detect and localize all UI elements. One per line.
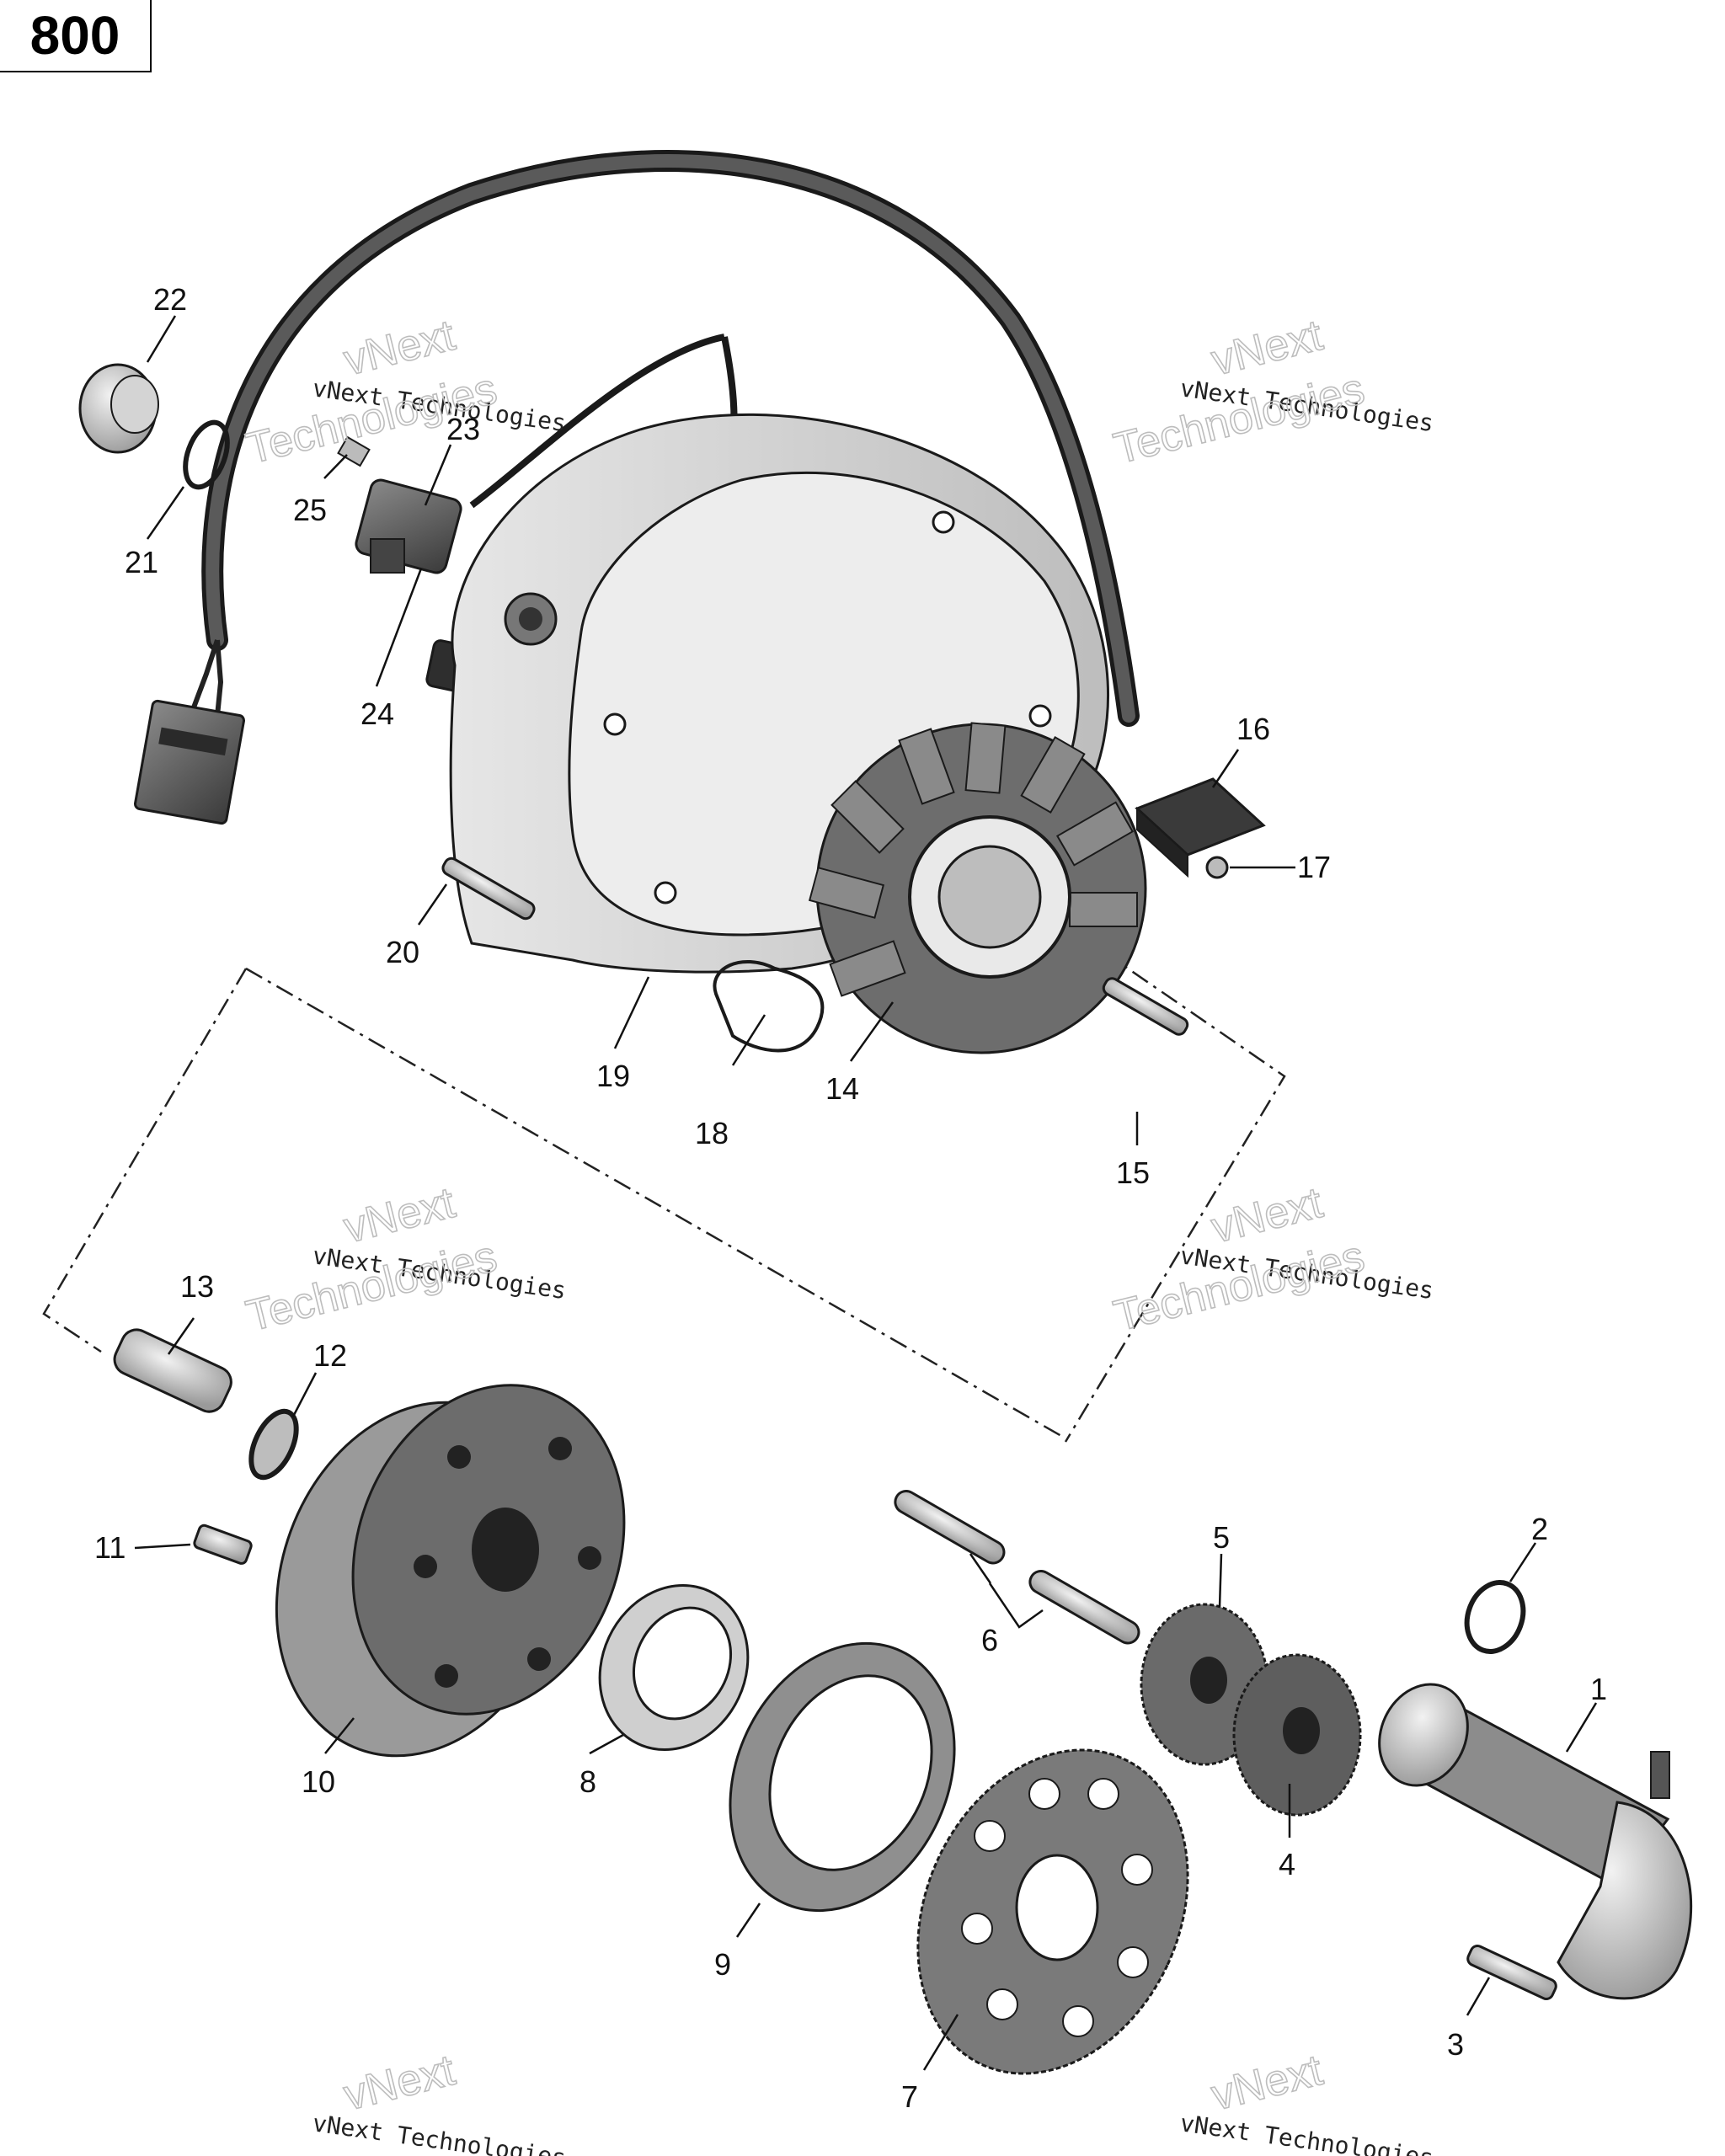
svg-text:Technologies: Technologies <box>242 365 502 474</box>
speed-sensor-23 <box>355 478 462 574</box>
pins-6 <box>894 1490 1140 1645</box>
diagram-page-number: 800 <box>0 0 152 72</box>
starter-ring-gear-7 <box>916 1748 1189 2075</box>
sprague-bearing-8 <box>598 1584 750 1751</box>
watermark-bottom-left: vNext Technologies vNext <box>311 2045 568 2156</box>
callout-21: 21 <box>125 545 158 579</box>
bolt-15 <box>1102 977 1189 1036</box>
svg-text:vNext: vNext <box>339 1178 461 1253</box>
callout-7: 7 <box>901 2079 918 2114</box>
starter-bolt-3 <box>1466 1945 1557 2000</box>
svg-text:Technologies: Technologies <box>1109 365 1370 474</box>
svg-text:vNext: vNext <box>339 311 461 386</box>
watermark-bottom-right: vNext Technologies vNext <box>1178 2045 1435 2156</box>
callout-16: 16 <box>1236 712 1270 746</box>
callout-8: 8 <box>579 1764 596 1799</box>
svg-text:vNext: vNext <box>339 2046 461 2121</box>
watermark-mid-left: vNext Technologies vNext Technologies <box>241 1177 568 1342</box>
leader-lines <box>134 315 1598 2071</box>
callout-4: 4 <box>1279 1847 1295 1881</box>
callout-22: 22 <box>153 282 187 317</box>
callout-10: 10 <box>302 1764 335 1799</box>
bracket-16 <box>1135 777 1266 878</box>
starter-motor-1 <box>1378 1683 1693 2000</box>
screw-25 <box>337 435 371 467</box>
gasket <box>713 960 825 1053</box>
callout-9: 9 <box>714 1947 731 1982</box>
callout-6: 6 <box>981 1623 998 1657</box>
idler-gear-4 <box>1232 1653 1362 1817</box>
callout-11: 11 <box>94 1530 126 1565</box>
o-ring-21 <box>183 419 230 490</box>
watermark-top-right: vNext Technologies vNext Technologies <box>1108 310 1435 474</box>
svg-text:vNext: vNext <box>1207 2046 1328 2121</box>
flywheel <box>275 1384 626 1758</box>
svg-text:Technologies: Technologies <box>1109 1232 1370 1342</box>
callout-1: 1 <box>1590 1672 1607 1706</box>
callout-3: 3 <box>1447 2027 1464 2062</box>
watermark-mid-right: vNext Technologies vNext Technologies <box>1108 1177 1435 1342</box>
callout-19: 19 <box>596 1059 630 1093</box>
callout-20: 20 <box>386 935 419 969</box>
plate-9 <box>729 1641 956 1913</box>
assembly-outline <box>42 950 1286 1443</box>
callout-2: 2 <box>1531 1512 1548 1546</box>
cap-22 <box>78 363 159 454</box>
svg-text:Technologies: Technologies <box>242 1232 502 1342</box>
o-ring-2 <box>1464 1580 1526 1654</box>
svg-text:vNext: vNext <box>1207 311 1328 386</box>
callout-13: 13 <box>180 1269 214 1304</box>
callout-14: 14 <box>825 1071 859 1106</box>
callout-24: 24 <box>360 696 394 731</box>
callout-15: 15 <box>1116 1155 1150 1190</box>
callout-25: 25 <box>293 493 327 527</box>
callout-5: 5 <box>1213 1520 1230 1555</box>
stator <box>808 722 1147 1054</box>
svg-text:vNext: vNext <box>1207 1178 1328 1253</box>
washer-12 <box>248 1408 299 1481</box>
bolt-20 <box>441 857 536 921</box>
flywheel-bolt-13 <box>113 1328 232 1413</box>
callout-numbers: 1 2 3 4 5 6 7 8 9 10 11 12 13 14 15 16 1… <box>94 282 1607 2114</box>
callout-23: 23 <box>446 412 480 446</box>
callout-18: 18 <box>695 1116 729 1150</box>
callout-12: 12 <box>313 1338 347 1373</box>
callout-17: 17 <box>1297 850 1331 884</box>
screw-11 <box>193 1524 253 1565</box>
screw-17 <box>1205 856 1229 879</box>
